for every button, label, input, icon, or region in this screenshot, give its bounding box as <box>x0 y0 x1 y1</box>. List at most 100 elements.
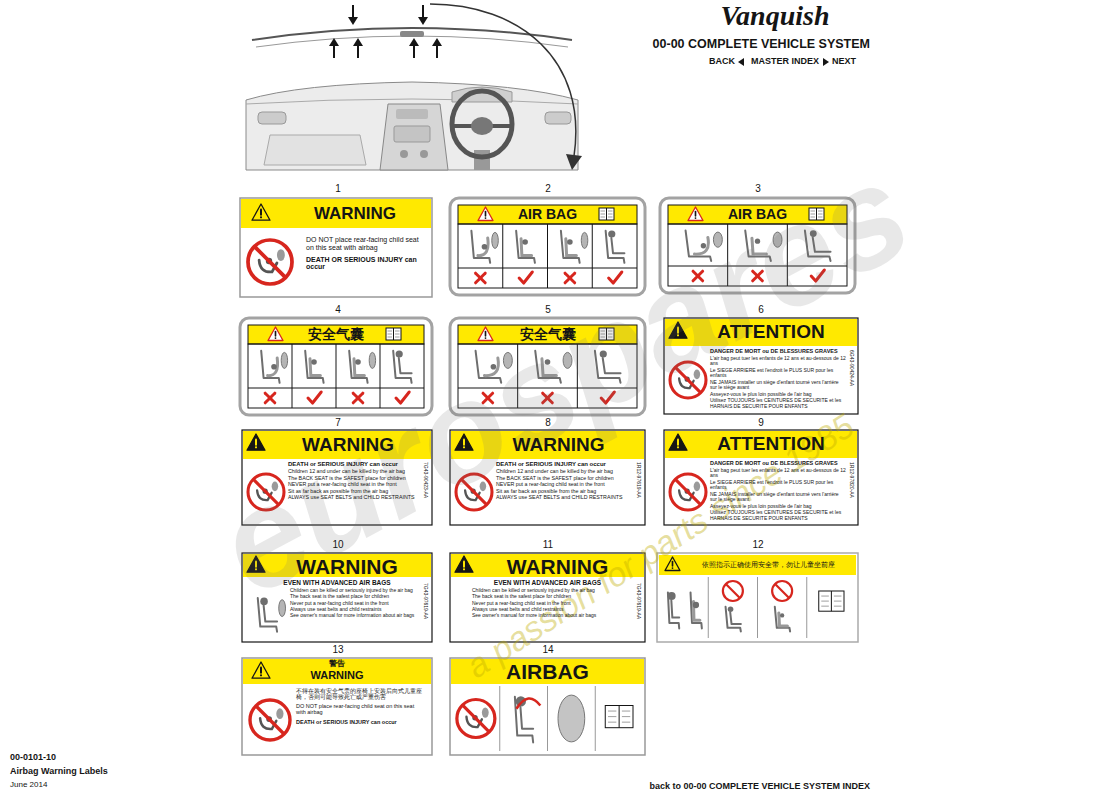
airbag-symbol <box>581 232 588 248</box>
index-link: back to 00-00 COMPLETE VEHICLE SYSTEM IN… <box>560 781 870 791</box>
label-text: ALWAYS use SEAT BELTS and CHILD RESTRAIN… <box>496 495 633 501</box>
label-outline <box>450 658 645 755</box>
label-text: The BACK SEAT is the SAFEST place for ch… <box>288 476 420 482</box>
label-text: See owner's manual for more information … <box>290 613 420 619</box>
label-graphic <box>450 553 645 642</box>
exclamation-mark <box>260 209 262 214</box>
exclamation-dot <box>260 216 262 218</box>
occupant-symbol <box>671 601 679 618</box>
nav-triangle <box>823 58 829 66</box>
manual-symbol <box>388 331 393 332</box>
label-graphic <box>242 658 432 755</box>
label-graphic <box>242 553 432 642</box>
manual-symbol <box>811 214 816 215</box>
label-text: NE JAMAIS installer un siège d'enfant to… <box>710 492 846 503</box>
warning-label: 安全气囊 <box>450 318 645 415</box>
occupant-symbol <box>520 707 533 729</box>
label-text: Children 12 and under can be killed by t… <box>496 469 633 475</box>
child-seat-symbol <box>354 359 364 376</box>
occupant-symbol <box>600 350 607 357</box>
grid-line <box>547 224 548 288</box>
label-text: WARNING <box>282 669 392 682</box>
check-mark <box>811 270 824 281</box>
header-band <box>659 555 856 575</box>
label-text: The back seat is the safest place for ch… <box>472 594 633 600</box>
glovebox <box>264 135 366 165</box>
warning-triangle <box>478 207 493 221</box>
label-outline <box>450 553 645 642</box>
prohibition-bar <box>726 584 740 598</box>
child-symbol <box>701 243 706 248</box>
manual-symbol <box>821 601 829 602</box>
child-seat-symbol <box>566 239 577 256</box>
warning-label: WARNINGDO NOT place rear-facing child se… <box>240 198 432 297</box>
seat-symbol <box>258 598 277 632</box>
label-text: Children can be killed or seriously inju… <box>290 588 420 594</box>
manual-symbol <box>601 214 606 215</box>
seat-symbol <box>668 592 679 628</box>
manual-symbol <box>395 334 400 335</box>
label-text: Le SIEGE ARRIERE est l'endroit le PLUS S… <box>710 480 846 491</box>
exclamation-mark <box>695 212 697 217</box>
location-arrow <box>422 5 424 18</box>
manual-symbol <box>606 328 607 340</box>
header-band <box>241 199 431 228</box>
warning-triangle <box>252 204 270 220</box>
child-symbol <box>482 244 488 250</box>
callout-number: 1 <box>326 183 350 194</box>
exclamation-dot <box>672 567 674 569</box>
nav-link: BACK <box>690 56 735 66</box>
control-knob <box>400 150 408 158</box>
seat-symbol <box>775 607 790 632</box>
label-text: ALWAYS use SEAT BELTS and CHILD RESTRAIN… <box>288 495 420 501</box>
section-title: 00-00 COMPLETE VEHICLE SYSTEM <box>590 37 870 51</box>
callout-number: 12 <box>746 539 770 550</box>
location-arrow <box>413 45 415 58</box>
warning-triangle <box>247 556 265 572</box>
child-symbol <box>545 359 551 365</box>
label-heading: WARNING <box>268 555 426 579</box>
warning-label: ATTENTIONDANGER DE MORT ou DE BLESSURES … <box>664 318 858 414</box>
warning-triangle <box>688 207 703 221</box>
warning-triangle <box>669 434 687 450</box>
prohibition-bar <box>255 247 286 278</box>
label-outline <box>240 198 432 297</box>
child-seat-symbol <box>268 358 278 376</box>
location-arrow-head <box>348 17 358 25</box>
prohibition-circle <box>772 581 792 601</box>
seat-symbol <box>476 351 502 383</box>
airbag-symbol <box>503 352 512 368</box>
manual-symbol <box>386 328 401 340</box>
cross-mark <box>693 271 703 281</box>
seat-symbol <box>515 697 533 743</box>
label-heading: AIR BAG <box>710 205 805 224</box>
airbag-symbol <box>281 352 287 368</box>
seat-symbol <box>349 351 367 383</box>
callout-number: 8 <box>536 417 560 428</box>
label-outline <box>242 430 432 525</box>
manual-symbol <box>834 596 842 597</box>
control-knob <box>420 150 428 158</box>
location-arrow-head <box>353 38 363 46</box>
exclamation-dot <box>275 337 277 339</box>
header-band <box>451 431 644 459</box>
label-text: L'air bag peut tuer les enfants de 12 an… <box>710 356 846 367</box>
logo: Vanquish <box>675 0 875 32</box>
exclamation-mark <box>255 439 257 444</box>
warning-triangle <box>268 327 283 341</box>
grid-line <box>502 224 503 288</box>
seat-symbol <box>305 351 323 383</box>
warning-triangle <box>665 557 680 571</box>
callout-number: 14 <box>536 644 560 655</box>
occupant-symbol <box>396 350 403 357</box>
page-date: June 2014 <box>10 780 47 789</box>
warning-label: 依照指示正确使用安全带，勿让儿童坐前座 <box>657 553 858 642</box>
manual-symbol <box>816 208 817 220</box>
manual-symbol <box>809 208 824 220</box>
exclamation-mark <box>677 439 679 444</box>
steering-column <box>474 150 490 170</box>
label-text: L'air bag peut tuer les enfants de 12 an… <box>710 468 846 479</box>
label-text: Always use seat belts and child restrain… <box>472 607 633 613</box>
cross-mark <box>565 273 575 283</box>
